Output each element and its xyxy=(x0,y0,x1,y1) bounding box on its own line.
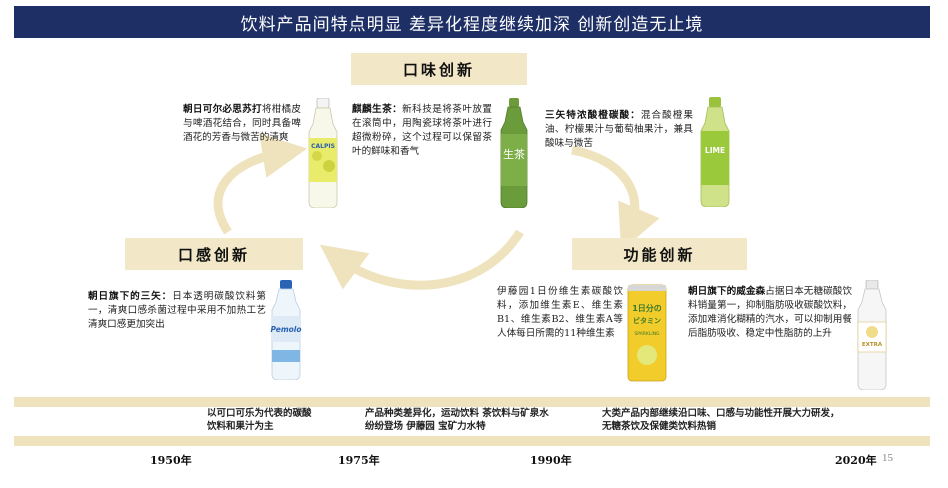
product-desc: 将柑橘皮与啤酒花结合，同时具备啤酒花的芳香与微苦的清爽 xyxy=(183,104,302,143)
pemolo-bottle-image: Pemolo xyxy=(270,280,302,380)
product-name: 朝日旗下的威金森 xyxy=(688,286,766,297)
product-name: 三矢特浓酸橙碳酸： xyxy=(545,110,641,121)
year-2020: 2020年 xyxy=(835,454,877,467)
year-1975: 1975年 xyxy=(338,454,380,467)
arrow-feel-to-taste xyxy=(213,133,308,235)
product-name: 麒麟生茶： xyxy=(352,104,403,115)
timeline-band-bottom xyxy=(14,436,930,446)
product-desc: 伊藤园1日份维生素碳酸饮料，添加维生素E、维生素B1、维生素B2、维生素A等人体… xyxy=(497,286,623,339)
desc-asahi-wilkinson: 朝日旗下的威金森占据日本无糖碳酸饮料销量第一，抑制脂肪吸收碳酸饮料，添加难消化糊… xyxy=(688,285,852,341)
desc-itoen-vitamin: 伊藤园1日份维生素碳酸饮料，添加维生素E、维生素B1、维生素B2、维生素A等人体… xyxy=(497,285,623,341)
timeline-note-1: 以可口可乐为代表的碳酸饮料和果汁为主 xyxy=(207,408,312,432)
kirin-tea-bottle-image: 生茶 xyxy=(500,98,528,208)
product-desc: 日本透明碳酸饮料第一，清爽口感杀菌过程中采用不加热工艺 清爽口感更加突出 xyxy=(88,291,266,330)
wilkinson-bottle-image: EXTRA xyxy=(857,280,887,390)
product-name: 朝日可尔必思苏打 xyxy=(183,104,262,115)
page-number: 15 xyxy=(882,452,893,464)
arrow-function-to-feel xyxy=(319,229,524,290)
arrow-taste-to-function xyxy=(571,145,660,251)
product-desc: 占据日本无糖碳酸饮料销量第一，抑制脂肪吸收碳酸饮料，添加难消化糊精的汽水，可以抑… xyxy=(688,286,852,339)
category-feel-innovation: 口感创新 xyxy=(125,238,303,270)
bottle-label: LIME xyxy=(705,146,725,155)
timeline-note-2: 产品种类差异化，运动饮料 茶饮料与矿泉水纷纷登场 伊藤园 宝矿力水特 xyxy=(365,408,549,432)
product-name: 朝日旗下的三矢： xyxy=(88,291,173,302)
bottle-label: CALPIS xyxy=(311,143,335,150)
vitamin-can-image: 1日分の ビタミン SPARKLING xyxy=(627,284,667,382)
category-taste-innovation: 口味创新 xyxy=(351,53,527,85)
desc-kirin-tea: 麒麟生茶：新科技是将茶叶放置在滚筒中，用陶瓷球将茶叶进行超微粉碎，这个过程可以保… xyxy=(352,103,492,159)
desc-mitsuya-lime: 三矢特浓酸橙碳酸：混合酸橙果油、柠檬果汁与葡萄柚果汁，兼具酸味与微苦 xyxy=(545,109,693,151)
can-label-mid: ビタミン xyxy=(633,316,661,325)
year-1990: 1990年 xyxy=(530,454,572,467)
page-title: 饮料产品间特点明显 差异化程度继续加深 创新创造无止境 xyxy=(14,6,930,38)
timeline-note-3: 大类产品内部继续沿口味、口感与功能性开展大力研发，无糖茶饮及保健类饮料热销 xyxy=(602,408,840,432)
year-1950: 1950年 xyxy=(150,454,192,467)
desc-asahi-calpis: 朝日可尔必思苏打将柑橘皮与啤酒花结合，同时具备啤酒花的芳香与微苦的清爽 xyxy=(183,103,301,145)
desc-asahi-mitsuya: 朝日旗下的三矢：日本透明碳酸饮料第一，清爽口感杀菌过程中采用不加热工艺 清爽口感… xyxy=(88,290,266,332)
product-desc: 混合酸橙果油、柠檬果汁与葡萄柚果汁，兼具酸味与微苦 xyxy=(545,110,694,149)
timeline-band-top xyxy=(14,397,930,407)
can-label-bottom: SPARKLING xyxy=(634,331,660,337)
bottle-label: 生茶 xyxy=(503,147,525,161)
bottle-label: Pemolo xyxy=(270,325,301,334)
category-function-innovation: 功能创新 xyxy=(572,238,747,270)
calpis-bottle-image: CALPIS xyxy=(308,98,338,208)
bottle-label: EXTRA xyxy=(862,342,883,348)
product-desc: 新科技是将茶叶放置在滚筒中，用陶瓷球将茶叶进行超微粉碎，这个过程可以保留茶叶的鲜… xyxy=(352,104,492,157)
can-label-top: 1日分の xyxy=(632,303,662,313)
lime-bottle-image: LIME xyxy=(700,97,730,207)
